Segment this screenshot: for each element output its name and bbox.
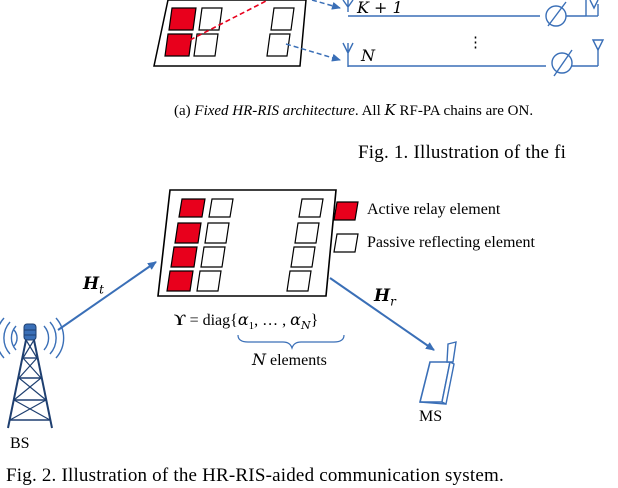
fig1-ris-panel bbox=[153, 0, 307, 67]
active-element bbox=[170, 246, 198, 268]
passive-element bbox=[208, 198, 234, 218]
passive-element bbox=[298, 198, 324, 218]
hr-symbol: H bbox=[374, 286, 391, 306]
subcaption-prefix: (a) bbox=[174, 103, 195, 119]
active-element bbox=[178, 198, 206, 218]
hr-arrow bbox=[329, 277, 435, 351]
fig1-active-element bbox=[164, 33, 193, 57]
bs-label: BS bbox=[10, 435, 30, 452]
subcaption-sep: . All bbox=[354, 103, 385, 119]
legend-passive-swatch bbox=[333, 233, 359, 253]
fig2-ris-panel bbox=[157, 189, 337, 297]
fig2-caption: Fig. 2. Illustration of the HR-RIS-aided… bbox=[6, 465, 504, 486]
n-elements-label: N elements bbox=[252, 352, 327, 369]
legend-active-label: Active relay element bbox=[367, 201, 501, 218]
hr-label: Hr bbox=[374, 286, 396, 309]
legend-swatches bbox=[333, 201, 359, 253]
upsilon-equation: ϒ = diag{α1, … , αN} bbox=[174, 312, 318, 332]
fig1-label-n: N bbox=[361, 48, 375, 65]
upsilon-mid: , … , bbox=[254, 312, 291, 329]
legend-active-swatch bbox=[333, 201, 359, 221]
passive-element bbox=[290, 246, 316, 268]
alpha-n-sub: N bbox=[300, 319, 311, 333]
hr-subscript: r bbox=[390, 294, 396, 309]
fig1-vertical-dots: ⋮ bbox=[468, 35, 483, 51]
passive-element bbox=[204, 222, 230, 244]
n-elements-brace bbox=[237, 334, 345, 350]
phase-shifter-icon bbox=[551, 52, 573, 74]
fig1-subcaption: (a) Fixed HR-RIS architecture. All K RF-… bbox=[174, 103, 533, 119]
subcaption-k: K bbox=[384, 101, 396, 119]
fig1-blue-links bbox=[285, 0, 341, 62]
fig1-passive-element bbox=[193, 33, 219, 57]
ms-label: MS bbox=[419, 408, 443, 425]
subcaption-suffix: RF-PA chains are ON. bbox=[395, 103, 534, 119]
n-elements-n: N bbox=[252, 350, 266, 369]
alpha-1: α bbox=[237, 310, 249, 329]
fig1-caption: Fig. 1. Illustration of the fi bbox=[358, 142, 567, 163]
alpha-1-sub: 1 bbox=[248, 320, 255, 333]
ms-phone-icon bbox=[418, 341, 457, 406]
active-element bbox=[174, 222, 202, 244]
upsilon-eq: = diag{ bbox=[185, 312, 238, 329]
passive-element bbox=[286, 270, 312, 292]
alpha-n: α bbox=[290, 310, 301, 329]
legend-passive-label: Passive reflecting element bbox=[367, 234, 535, 251]
ht-label: Ht bbox=[83, 274, 104, 297]
k-plus-1-text: K + 1 bbox=[357, 0, 403, 17]
fig1-red-dashed-link bbox=[189, 0, 269, 41]
ht-symbol: H bbox=[83, 274, 100, 294]
fig1-label-k-plus-1: K + 1 bbox=[357, 0, 403, 17]
fig1-rf-chains bbox=[342, 0, 605, 77]
fig1-passive-element bbox=[198, 7, 223, 31]
ht-arrow bbox=[57, 261, 157, 331]
passive-element bbox=[196, 270, 222, 292]
bs-tower-icon bbox=[0, 317, 65, 429]
channel-arrows bbox=[57, 261, 435, 351]
n-text: N bbox=[361, 46, 375, 65]
upsilon-symbol: ϒ bbox=[174, 312, 186, 329]
fig1-active-element bbox=[168, 7, 197, 31]
ht-subscript: t bbox=[99, 282, 104, 297]
n-elements-text: elements bbox=[266, 352, 327, 369]
subcaption-title: Fixed HR-RIS architecture bbox=[194, 103, 355, 119]
passive-element bbox=[200, 246, 226, 268]
passive-element bbox=[294, 222, 320, 244]
upsilon-close: } bbox=[310, 312, 319, 329]
fig1-passive-element bbox=[270, 7, 295, 31]
fig1-passive-element bbox=[266, 33, 291, 57]
active-element bbox=[166, 270, 194, 292]
